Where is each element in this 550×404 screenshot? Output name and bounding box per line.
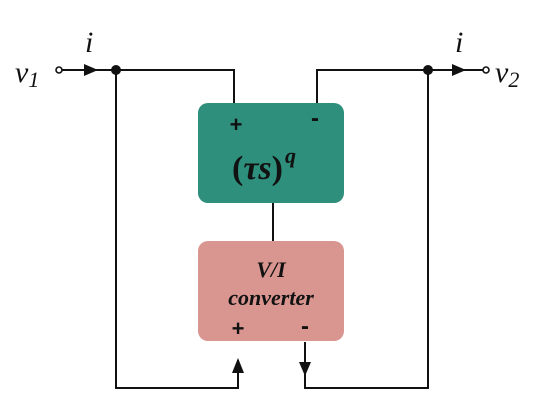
right-terminal (482, 66, 490, 74)
left-terminal (55, 66, 63, 74)
right-junction-node (423, 65, 433, 75)
left-current-label: i (85, 26, 93, 59)
left-junction-node (111, 65, 121, 75)
left-top-wire (116, 69, 235, 103)
left-loop-wire (115, 70, 239, 389)
fractional-transfer-label: (τs)q (232, 143, 296, 187)
fractional-plus-sign: + (230, 112, 243, 137)
vi-converter-block: V/I converter + - (198, 241, 344, 341)
converter-plus-arrow-icon (232, 358, 244, 373)
converter-minus-arrow-icon (299, 362, 311, 376)
left-voltage-label: v1 (15, 56, 39, 92)
fractional-order-block: + - (τs)q (198, 103, 344, 203)
fractional-block-box (198, 103, 344, 203)
right-current-arrow-icon (452, 64, 466, 76)
converter-plus-sign: + (232, 316, 245, 341)
converter-label-line2: converter (228, 285, 314, 310)
converter-minus-sign: - (301, 313, 309, 340)
fractional-minus-sign: - (311, 105, 319, 132)
converter-block-box (198, 241, 344, 341)
left-current-arrow-icon (84, 64, 98, 76)
right-top-wire (316, 69, 428, 103)
right-voltage-label: v2 (495, 56, 519, 92)
right-current-label: i (455, 26, 463, 59)
converter-label-line1: V/I (256, 257, 287, 282)
